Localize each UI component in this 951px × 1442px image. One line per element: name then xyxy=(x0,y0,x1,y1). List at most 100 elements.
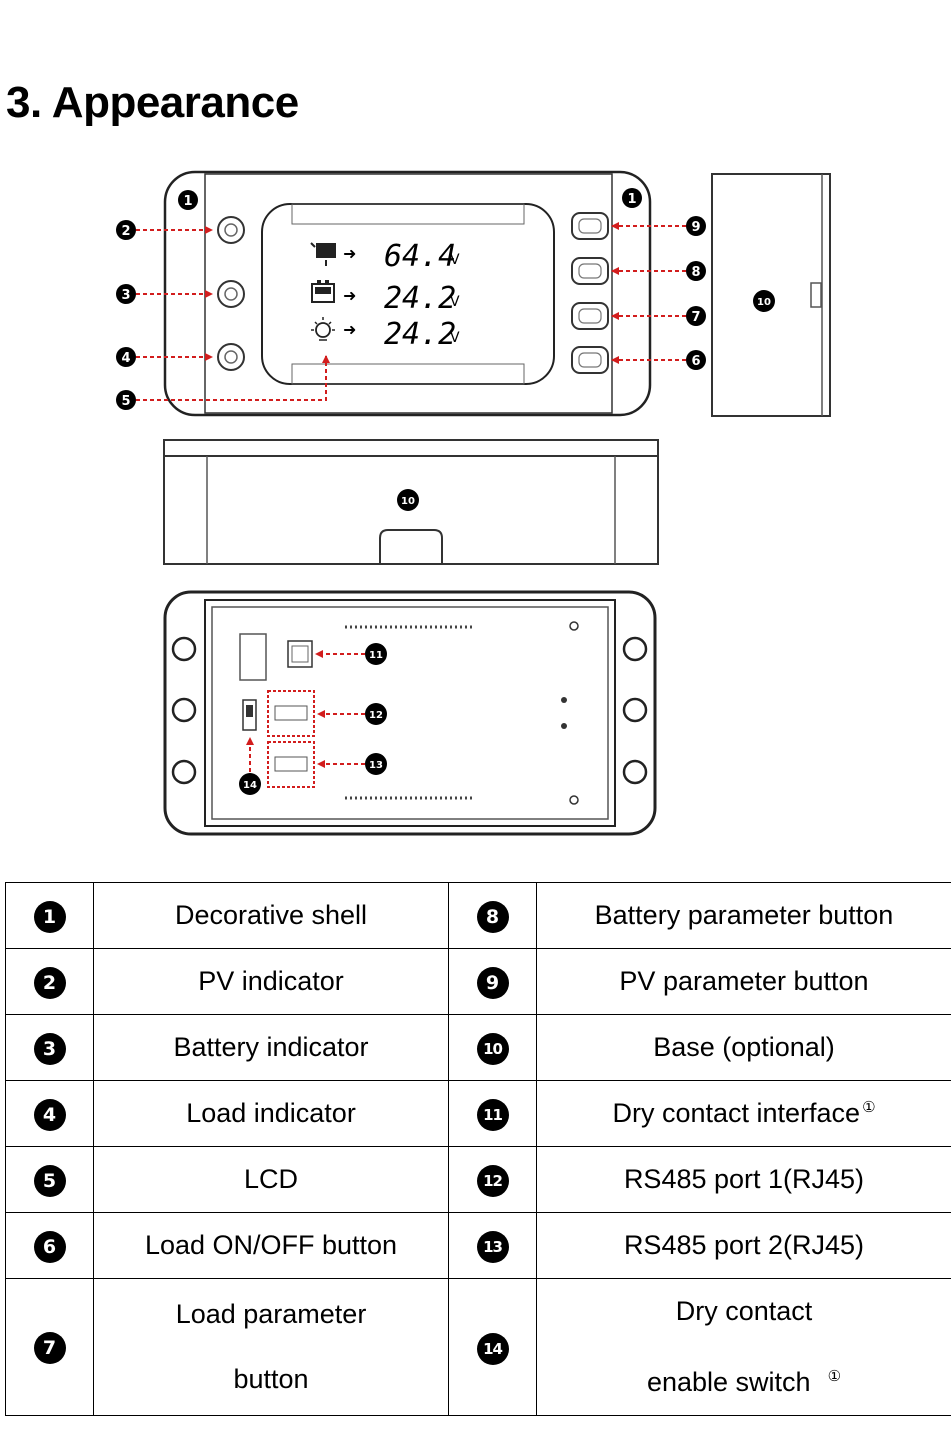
number-badge: 5 xyxy=(33,1164,66,1197)
battery-indicator xyxy=(217,280,245,308)
part-number-cell: 8 xyxy=(448,882,537,949)
svg-text:1: 1 xyxy=(183,194,192,209)
callout-2: 2 xyxy=(116,220,136,240)
callout-3: 3 xyxy=(116,284,136,304)
svg-text:9: 9 xyxy=(691,220,700,235)
callout-4: 4 xyxy=(116,347,136,367)
callout-1: 1 xyxy=(622,188,642,208)
callout-9: 9 xyxy=(686,216,706,236)
pv-parameter-button xyxy=(571,212,609,240)
number-badge: 1 xyxy=(33,900,66,933)
table-row: 7 Load parameter button 14 Dry contact e… xyxy=(5,1278,951,1416)
part-label-cell: Dry contact enable switch ① xyxy=(536,1278,951,1416)
callout-leaders xyxy=(136,222,686,772)
footnote-mark: ① xyxy=(862,1098,876,1116)
part-label-cell: LCD xyxy=(93,1146,449,1213)
lcd-unit: V xyxy=(450,294,460,310)
lcd-unit: V xyxy=(450,252,460,268)
part-number-cell: 3 xyxy=(5,1014,94,1081)
svg-text:13: 13 xyxy=(369,760,383,771)
part-label-cell: Battery indicator xyxy=(93,1014,449,1081)
number-badge: 13 xyxy=(476,1231,509,1263)
part-label-cell: PV parameter button xyxy=(536,948,951,1015)
table-row: 4 Load indicator 11 Dry contact interfac… xyxy=(5,1080,951,1147)
battery-parameter-button xyxy=(571,257,609,285)
part-number-cell: 4 xyxy=(5,1080,94,1147)
svg-text:11: 11 xyxy=(369,650,383,661)
table-row: 3 Battery indicator 10 Base (optional) xyxy=(5,1014,951,1081)
callout-8: 8 xyxy=(686,261,706,281)
load-indicator xyxy=(217,343,245,371)
svg-text:14: 14 xyxy=(243,780,257,791)
part-label-cell: Load indicator xyxy=(93,1080,449,1147)
part-number-cell: 9 xyxy=(448,948,537,1015)
number-badge: 14 xyxy=(476,1332,509,1365)
table-row: 1 Decorative shell 8 Battery parameter b… xyxy=(5,882,951,949)
callout-10: 10 xyxy=(397,489,419,511)
part-number-cell: 10 xyxy=(448,1014,537,1081)
page-title: 3. Appearance xyxy=(6,78,299,127)
number-badge: 12 xyxy=(476,1165,509,1197)
part-label-cell: Load parameter button xyxy=(93,1278,449,1416)
callout-7: 7 xyxy=(686,306,706,326)
number-badge: 8 xyxy=(476,900,509,933)
svg-text:4: 4 xyxy=(121,351,130,366)
svg-text:➜: ➜ xyxy=(343,286,356,305)
front-view: ➜ 64.4 V ➜ 24.2 V ➜ 24.2 xyxy=(163,170,652,417)
table-row: 5 LCD 12 RS485 port 1(RJ45) xyxy=(5,1146,951,1213)
part-number-cell: 11 xyxy=(448,1080,537,1147)
number-badge: 7 xyxy=(33,1332,66,1364)
part-number-cell: 7 xyxy=(5,1278,94,1416)
part-label-cell: Load ON/OFF button xyxy=(93,1212,449,1279)
svg-text:5: 5 xyxy=(121,394,130,409)
label-line: enable switch ① xyxy=(646,1367,842,1397)
number-badge: 6 xyxy=(33,1230,66,1263)
parts-legend-table: 1 Decorative shell 8 Battery parameter b… xyxy=(5,882,951,1416)
number-badge: 2 xyxy=(33,966,66,999)
svg-text:2: 2 xyxy=(121,224,130,239)
device-appearance-diagram: ➜ 64.4 V ➜ 24.2 V ➜ 24.2 xyxy=(116,170,831,836)
load-parameter-button xyxy=(571,302,609,330)
lcd-display: ➜ 64.4 V ➜ 24.2 V ➜ 24.2 xyxy=(310,239,460,352)
part-number-cell: 12 xyxy=(448,1146,537,1213)
callout-13: 13 xyxy=(365,753,387,775)
part-number-cell: 2 xyxy=(5,948,94,1015)
solar-panel-icon xyxy=(310,242,336,266)
svg-text:6: 6 xyxy=(691,354,700,369)
label-line: button xyxy=(233,1364,309,1394)
part-number-cell: 13 xyxy=(448,1212,537,1279)
footnote-mark: ① xyxy=(827,1367,842,1385)
lcd-battery-value: 24.2 xyxy=(384,281,456,316)
part-label-cell: Battery parameter button xyxy=(536,882,951,949)
back-view xyxy=(163,590,657,836)
svg-text:1: 1 xyxy=(627,192,636,207)
callout-10: 10 xyxy=(753,290,775,312)
number-badge: 10 xyxy=(476,1033,509,1065)
svg-text:7: 7 xyxy=(691,310,700,325)
part-label-cell: RS485 port 1(RJ45) xyxy=(536,1146,951,1213)
label-line: Load parameter xyxy=(175,1299,367,1329)
part-label-cell: Decorative shell xyxy=(93,882,449,949)
callout-12: 12 xyxy=(365,703,387,725)
load-on-off-button xyxy=(571,346,609,374)
table-row: 2 PV indicator 9 PV parameter button xyxy=(5,948,951,1015)
number-badge: 4 xyxy=(33,1098,66,1131)
callout-11: 11 xyxy=(365,643,387,665)
part-label-cell: PV indicator xyxy=(93,948,449,1015)
svg-text:3: 3 xyxy=(121,288,130,303)
battery-icon xyxy=(311,280,335,303)
number-badge: 11 xyxy=(476,1099,509,1131)
svg-text:➜: ➜ xyxy=(343,320,356,339)
svg-text:10: 10 xyxy=(757,297,771,308)
lcd-load-value: 24.2 xyxy=(384,317,456,352)
svg-text:8: 8 xyxy=(691,265,700,280)
mounting-hole xyxy=(171,636,648,785)
callout-numbers: 1 1 2 3 4 5 9 8 7 6 10 10 11 12 13 14 xyxy=(116,188,775,795)
callout-1: 1 xyxy=(178,190,198,210)
number-badge: 9 xyxy=(476,966,509,999)
svg-text:12: 12 xyxy=(369,710,383,721)
part-number-cell: 5 xyxy=(5,1146,94,1213)
lcd-pv-value: 64.4 xyxy=(384,239,456,274)
part-number-cell: 14 xyxy=(448,1278,537,1416)
